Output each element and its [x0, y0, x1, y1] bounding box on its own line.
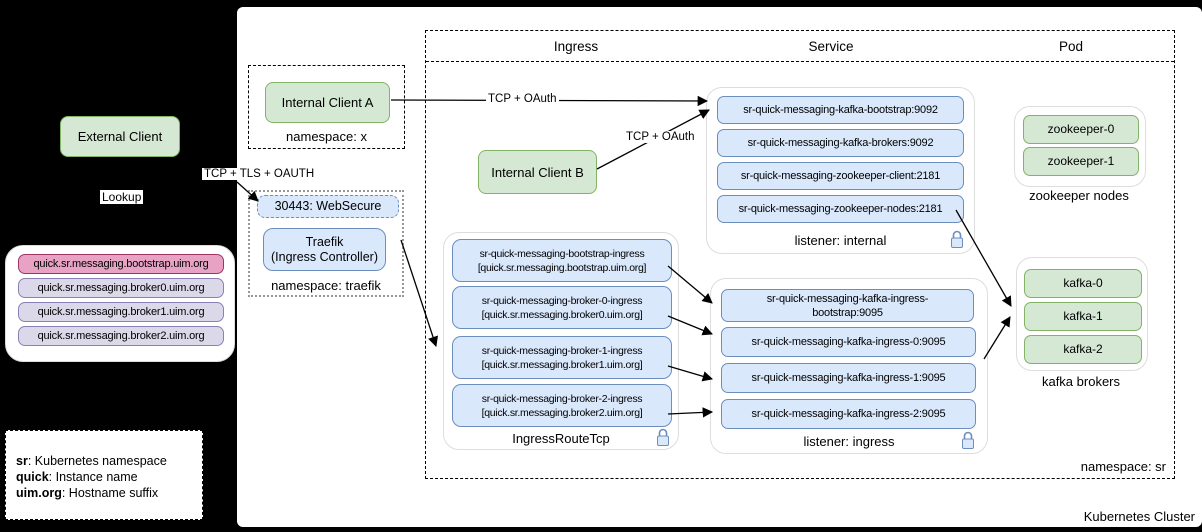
- internal-client-b-label: Internal Client B: [491, 164, 584, 180]
- kafka-brokers-label: kafka brokers: [1041, 374, 1121, 389]
- ingressroutetcp-label: IngressRouteTcp: [512, 431, 610, 446]
- kubernetes-cluster-label: Kubernetes Cluster: [1083, 509, 1195, 524]
- listener-ingress-label: listener: ingress: [803, 434, 895, 449]
- service-zookeeper-client: sr-quick-messaging-zookeeper-client:2181: [717, 162, 964, 190]
- hostname-broker1: quick.sr.messaging.broker1.uim.org: [18, 302, 224, 322]
- ingress-bootstrap: sr-quick-messaging-bootstrap-ingress [qu…: [452, 239, 672, 282]
- pod-kafka-0: kafka-0: [1024, 269, 1142, 298]
- service-kafka-brokers: sr-quick-messaging-kafka-brokers:9092: [717, 129, 964, 157]
- lock-icon: [951, 230, 963, 248]
- legend-box: sr: Kubernetes namespace quick: Instance…: [5, 430, 203, 520]
- external-client-label: External Client: [77, 129, 163, 144]
- hostname-broker2: quick.sr.messaging.broker2.uim.org: [18, 326, 224, 346]
- hostname-broker0: quick.sr.messaging.broker0.uim.org: [18, 278, 224, 298]
- legend-line-quick: quick: Instance name: [16, 470, 138, 484]
- namespace-x-box: namespace: x: [248, 65, 405, 149]
- websecure-port-node: 30443: WebSecure: [257, 195, 399, 218]
- traefik-node: Traefik (Ingress Controller): [263, 228, 386, 271]
- zookeeper-nodes-label: zookeeper nodes: [1029, 188, 1129, 203]
- tcp-oauth-label-b: TCP + OAuth: [624, 131, 697, 143]
- pod-zookeeper-0: zookeeper-0: [1023, 115, 1139, 144]
- service-kafka-ingress-bootstrap: sr-quick-messaging-kafka-ingress-bootstr…: [721, 289, 974, 322]
- tcp-tls-oauth-label: TCP + TLS + OAUTH: [202, 168, 317, 180]
- listener-internal-label: listener: internal: [794, 233, 887, 248]
- service-internal-group: sr-quick-messaging-kafka-bootstrap:9092 …: [706, 87, 975, 254]
- pod-kafka-2: kafka-2: [1024, 335, 1142, 364]
- namespace-traefik-label: namespace: traefik: [250, 278, 402, 293]
- internal-client-a-node: Internal Client A: [265, 82, 390, 123]
- service-ingress-group: sr-quick-messaging-kafka-ingress-bootstr…: [710, 278, 988, 454]
- column-header-service: Service: [808, 39, 854, 54]
- traefik-label-line1: Traefik: [305, 234, 344, 249]
- namespace-sr-box: Ingress Service Pod namespace: sr: [425, 30, 1175, 479]
- lookup-edge-label: Lookup: [100, 190, 144, 204]
- internal-client-b-node: Internal Client B: [478, 150, 597, 194]
- lock-icon: [657, 428, 669, 446]
- service-kafka-ingress-0: sr-quick-messaging-kafka-ingress-0:9095: [721, 327, 976, 357]
- namespace-sr-label: namespace: sr: [1080, 459, 1166, 474]
- service-kafka-bootstrap: sr-quick-messaging-kafka-bootstrap:9092: [717, 96, 964, 124]
- websecure-port-label: 30443: WebSecure: [274, 199, 382, 213]
- pod-zookeeper-1: zookeeper-1: [1023, 147, 1139, 176]
- legend-line-uimorg: uim.org: Hostname suffix: [16, 486, 159, 500]
- column-header-strip: Ingress Service Pod: [426, 31, 1174, 62]
- column-header-pod: Pod: [1058, 39, 1084, 54]
- kafka-group: kafka-0 kafka-1 kafka-2: [1016, 257, 1148, 371]
- external-client-node: External Client: [60, 116, 180, 157]
- ingress-broker-0: sr-quick-messaging-broker-0-ingress [qui…: [452, 286, 672, 329]
- lock-icon: [962, 431, 974, 449]
- ingress-route-group: sr-quick-messaging-bootstrap-ingress [qu…: [443, 232, 679, 450]
- ingress-broker-1: sr-quick-messaging-broker-1-ingress [qui…: [452, 336, 672, 379]
- namespace-x-label: namespace: x: [286, 129, 367, 144]
- tcp-oauth-label-a: TCP + OAuth: [486, 93, 559, 105]
- service-zookeeper-nodes: sr-quick-messaging-zookeeper-nodes:2181: [717, 195, 964, 223]
- ingress-broker-2: sr-quick-messaging-broker-2-ingress [qui…: [452, 384, 672, 427]
- service-kafka-ingress-2: sr-quick-messaging-kafka-ingress-2:9095: [721, 399, 976, 429]
- hostname-bootstrap: quick.sr.messaging.bootstrap.uim.org: [18, 254, 224, 274]
- legend-line-sr: sr: Kubernetes namespace: [16, 454, 167, 468]
- pod-kafka-1: kafka-1: [1024, 302, 1142, 331]
- column-header-ingress: Ingress: [553, 39, 599, 54]
- zookeeper-group: zookeeper-0 zookeeper-1: [1014, 106, 1146, 187]
- service-kafka-ingress-1: sr-quick-messaging-kafka-ingress-1:9095: [721, 363, 976, 393]
- traefik-label-line2: (Ingress Controller): [271, 249, 378, 264]
- hostname-list-group: quick.sr.messaging.bootstrap.uim.org qui…: [5, 245, 235, 362]
- internal-client-a-label: Internal Client A: [281, 95, 374, 110]
